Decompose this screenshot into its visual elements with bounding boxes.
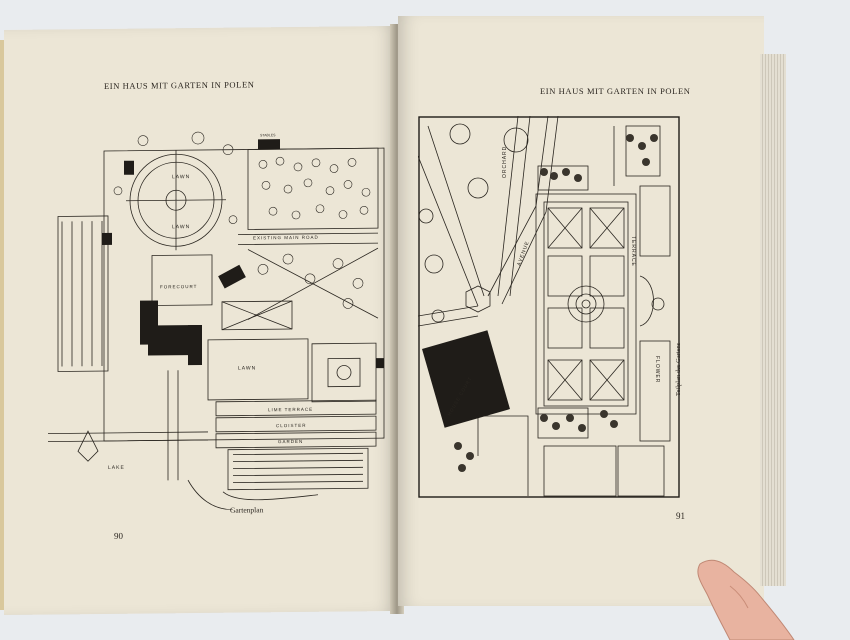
label-terrace: TERRACE xyxy=(630,236,636,267)
garden-plan-drawing: LAWN LAWN FORECOURT EXISTING MAIN ROAD L… xyxy=(48,131,385,511)
label-lawn-top: LAWN xyxy=(172,174,190,180)
label-existing: EXISTING MAIN ROAD xyxy=(253,235,319,241)
label-stables: STABLES xyxy=(260,133,276,137)
page-stack-edge xyxy=(760,54,786,586)
label-avenue: AVENUE xyxy=(516,240,531,267)
label-cloister: CLOISTER xyxy=(276,423,307,428)
label-lake: LAKE xyxy=(108,465,125,471)
label-flower: FLOWER xyxy=(654,356,660,383)
label-orchard: ORCHARD xyxy=(502,146,508,178)
page-number-left: 90 xyxy=(114,530,123,541)
label-lawn-mid: LAWN xyxy=(172,224,190,230)
partial-garden-plan-drawing: ORCHARD AVENUE TERRACE FLOWER HOUSE COUR… xyxy=(418,116,680,498)
label-forecourt: FORECOURT xyxy=(160,284,197,289)
label-lawn-house: LAWN xyxy=(238,365,256,371)
running-head-left: EIN HAUS MIT GARTEN IN POLEN xyxy=(104,79,255,92)
running-head-right: EIN HAUS MIT GARTEN IN POLEN xyxy=(540,86,691,96)
page-number-right: 91 xyxy=(676,511,685,521)
caption-left: Gartenplan xyxy=(230,505,264,515)
label-garden: GARDEN xyxy=(278,439,303,444)
hand-image xyxy=(697,559,795,640)
right-page: EIN HAUS MIT GARTEN IN POLEN xyxy=(398,16,764,606)
caption-right: Teilplan des Gartens xyxy=(675,342,682,396)
left-page: EIN HAUS MIT GARTEN IN POLEN xyxy=(4,25,396,616)
label-lime: LIME TERRACE xyxy=(268,407,313,412)
